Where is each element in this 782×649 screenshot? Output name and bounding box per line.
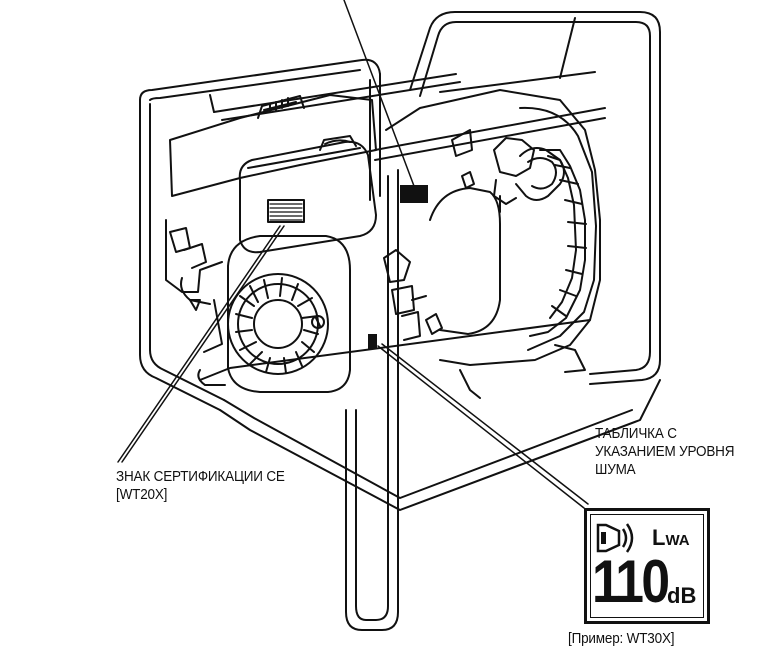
- noise-level-callout-line3: ШУМА: [595, 461, 636, 478]
- lwa-label: LWA: [652, 525, 690, 551]
- lwa-label-main: L: [652, 525, 666, 550]
- noise-level-value: 110: [592, 548, 670, 615]
- leader-line-top: [343, 0, 415, 187]
- speaker-icon: [596, 523, 634, 553]
- ce-mark-callout-line2: [WT20X]: [116, 486, 168, 503]
- ce-mark-callout: ЗНАК СЕРТИФИКАЦИИ СЕ [WT20X]: [116, 468, 285, 504]
- engine-left-parts: [165, 219, 223, 353]
- carburetor-parts: [383, 249, 443, 341]
- engine-body: [169, 94, 377, 254]
- leader-line-noise-2: [381, 343, 589, 505]
- recoil-starter: [227, 235, 351, 393]
- ce-mark-callout-line1: ЗНАК СЕРТИФИКАЦИИ СЕ: [116, 468, 285, 485]
- outlet-coupling: [493, 137, 565, 213]
- pump-frame-front: [139, 58, 661, 631]
- leader-line-noise: [377, 345, 585, 509]
- noise-level-plate-border: [590, 514, 704, 618]
- noise-example-caption: [Пример: WT30X]: [568, 630, 675, 647]
- noise-level-callout: ТАБЛИЧКА С УКАЗАНИЕМ УРОВНЯ ШУМА: [595, 425, 734, 479]
- noise-label-plate-small: [368, 334, 377, 349]
- noise-level-callout-line2: УКАЗАНИЕМ УРОВНЯ: [595, 443, 735, 460]
- pump-frame-back: [409, 11, 661, 385]
- model-label-plate: [400, 185, 428, 203]
- ce-mark-plate: [267, 199, 305, 223]
- lwa-label-sub: WA: [665, 532, 690, 549]
- noise-level-callout-line1: ТАБЛИЧКА С: [595, 425, 677, 442]
- leader-line-ce: [117, 225, 281, 463]
- noise-level-plate: LWA 110 dB: [584, 508, 710, 624]
- noise-level-unit: dB: [667, 583, 697, 608]
- leader-line-ce-2: [121, 225, 285, 463]
